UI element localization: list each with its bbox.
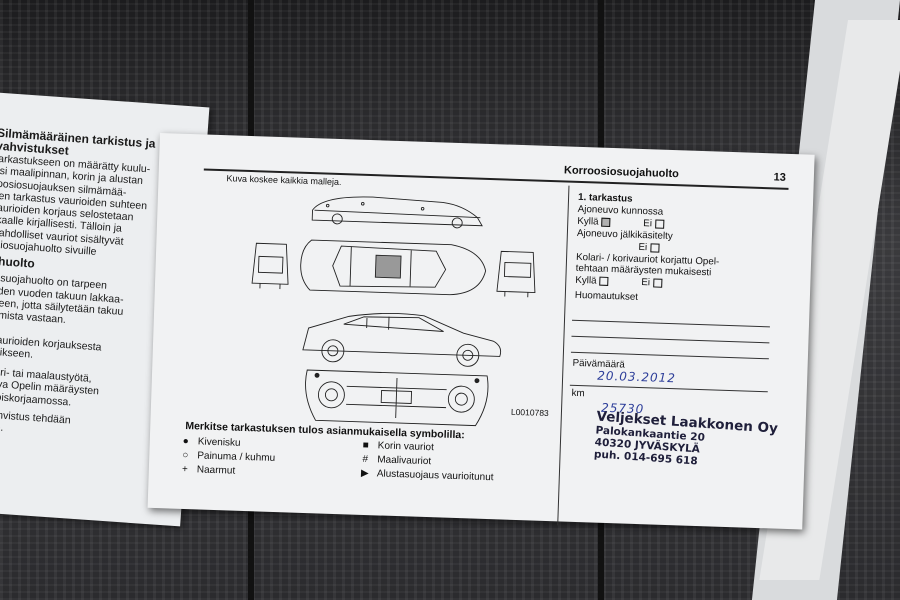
checkbox-no[interactable] [650,243,660,253]
square-filled-icon: ■ [362,439,369,452]
triangle-right-icon: ▶ [360,467,369,480]
car-top-side-view [311,196,483,229]
answer-row: Kyllä Ei [575,275,663,289]
form-section-title: 1. tarkastus [577,191,633,205]
legend-item: ●Kivenisku [180,436,241,449]
question-aftertreated: Ajoneuvo jälkikäsitelty [576,227,673,243]
notes-line [572,319,770,328]
legend-item: #Maalivauriot [359,454,431,467]
car-side-view [302,312,502,367]
notes-label: Huomautukset [574,289,639,303]
checkbox-yes[interactable] [599,276,609,286]
km-label: km [571,387,585,400]
legend-item: ▶Alustasuojaus vaurioitunut [359,468,494,483]
bullet-filled-icon: ● [182,435,189,448]
date-line [569,384,768,393]
checkbox-yes[interactable] [601,217,611,227]
checkbox-no[interactable] [652,278,663,288]
answer-row: Ei [638,242,660,254]
stacked-papers [751,0,900,600]
inspection-form: 1. tarkastus Ajoneuvo kunnossa Kyllä Ei … [557,185,783,526]
page-title: Korroosiosuojahuolto [563,164,680,181]
car-underbody-view [305,369,489,427]
checkbox-no[interactable] [654,219,665,229]
legend-item: +Naarmut [179,464,236,477]
page-number: 13 [773,171,787,184]
car-rear-view [496,250,536,298]
car-front-view [251,242,289,290]
legend-item: ■Korin vauriot [360,440,434,453]
car-plan-view [300,239,487,296]
bullet-hollow-icon: ○ [182,449,189,462]
form-divider [557,185,570,526]
date-handwritten: 20.03.2012 [596,368,677,386]
plus-icon: + [181,463,188,476]
hash-icon: # [362,453,369,466]
notes-line [571,335,770,344]
manual-page: Korroosiosuojahuolto 13 Kuva koskee kaik… [147,133,815,530]
legend-item: ○Painuma / kuhmu [179,450,275,464]
figure-code: L0010783 [510,406,549,419]
car-diagram [251,196,536,427]
figure-caption: Kuva koskee kaikkia malleja. [226,173,342,188]
dealer-stamp: Veljekset Laakkonen Oy Palokankaantie 20… [594,408,779,472]
